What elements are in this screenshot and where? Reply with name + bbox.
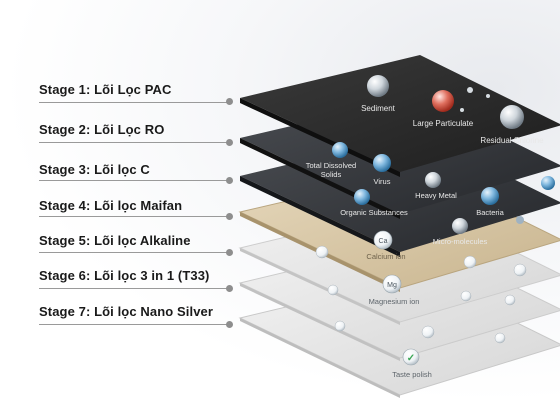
magnesium-caption: Magnesium ion [369, 297, 420, 306]
stage-5-leader [39, 252, 229, 253]
large-particulate-caption: Large Particulate [413, 119, 474, 128]
virus-bubble [373, 154, 391, 172]
stage-6-leader [39, 288, 229, 289]
taste-caption: Taste polish [392, 370, 432, 379]
stage-7-label: Stage 7: Lõi lọc Nano Silver [39, 304, 214, 319]
stage-5-dot [226, 249, 233, 256]
stage-7-dot [226, 321, 233, 328]
stage-6-dot [226, 285, 233, 292]
layer-1 [240, 55, 560, 172]
stage-6-label: Stage 6: Lõi lọc 3 in 1 (T33) [39, 268, 210, 283]
organic-caption: Organic Substances [340, 208, 408, 217]
taste-bubble [402, 348, 420, 366]
stage-3-label: Stage 3: Lõi lọc C [39, 162, 150, 177]
residual-chlorine-caption: Residual Chlorine [480, 136, 544, 145]
bacteria-bubble [481, 187, 499, 205]
tds-bubble [332, 142, 348, 158]
check-icon: ✓ [407, 353, 415, 364]
large-particulate-bubble [432, 90, 454, 112]
magnesium-symbol: Mg [387, 282, 397, 289]
stage-2-label: Stage 2: Lõi Lọc RO [39, 122, 165, 137]
stage-2-dot [226, 139, 233, 146]
virus-caption: Virus [374, 177, 391, 186]
stage-4-label: Stage 4: Lõi lọc Maifan [39, 198, 183, 213]
stage-7-leader [39, 324, 229, 325]
sediment-bubble [367, 75, 389, 97]
heavy-metal-caption: Heavy Metal [415, 191, 457, 200]
stage-4-leader [39, 216, 229, 217]
magnesium-bubble [382, 274, 402, 294]
tds-caption-line1: Total Dissolved [306, 161, 356, 170]
micro-molecule-bubble [452, 218, 468, 234]
stage-4-dot [226, 213, 233, 220]
micro-molecule-caption: Micro-molecules [433, 237, 488, 246]
sediment-caption: Sediment [361, 104, 396, 113]
heavy-metal-bubble [425, 172, 441, 188]
stage-5-label: Stage 5: Lõi lọc Alkaline [39, 233, 191, 248]
stage-1-leader [39, 102, 229, 103]
calcium-caption: Calcium ion [366, 252, 405, 261]
residual-chlorine-bubble [500, 105, 524, 129]
stage-3-dot [226, 177, 233, 184]
calcium-bubble [373, 230, 393, 250]
organic-bubble [354, 189, 370, 205]
calcium-symbol: Ca [379, 238, 388, 245]
tds-caption-line2: Solids [321, 170, 342, 179]
stage-1-label: Stage 1: Lõi Lọc PAC [39, 82, 172, 97]
stage-3-leader [39, 180, 229, 181]
stage-1-dot [226, 98, 233, 105]
bacteria-caption: Bacteria [476, 208, 504, 217]
stage-2-leader [39, 142, 229, 143]
